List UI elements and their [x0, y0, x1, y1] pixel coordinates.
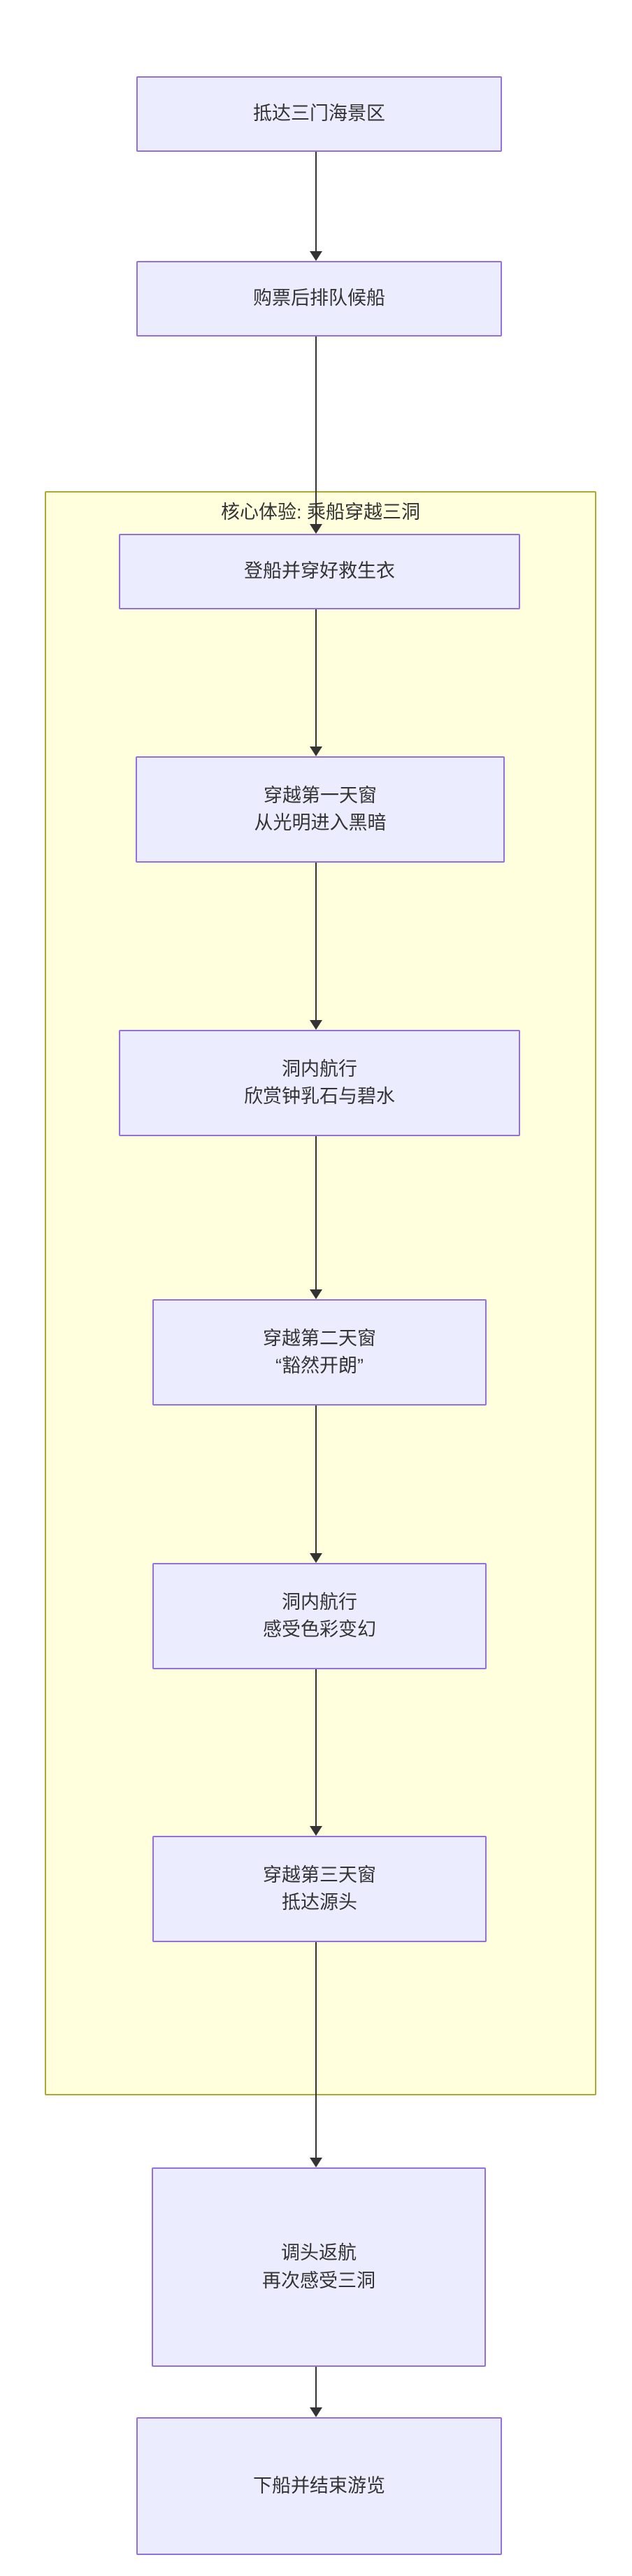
- node-turn-back[interactable]: 调头返航 再次感受三洞: [152, 2167, 486, 2367]
- node-label: 抵达三门海景区: [253, 103, 385, 125]
- node-arrive-scenic-area[interactable]: 抵达三门海景区: [136, 76, 502, 152]
- node-cave-cruise-stalactites[interactable]: 洞内航行 欣赏钟乳石与碧水: [119, 1030, 520, 1136]
- edge-n8-n9-line: [315, 1942, 317, 2158]
- node-label: 穿越第三天窗 抵达源头: [263, 1864, 376, 1913]
- edge-n1-n2-arrowhead: [310, 251, 322, 261]
- node-label: 下船并结束游览: [253, 2475, 385, 2496]
- node-label: 调头返航 再次感受三洞: [262, 2242, 375, 2291]
- edge-n5-n6-line: [315, 1136, 317, 1289]
- edge-n8-n9-arrowhead: [310, 2158, 322, 2167]
- edge-n2-n3-arrowhead: [310, 524, 322, 534]
- edge-n7-n8-line: [315, 1669, 317, 1826]
- subgraph-label: 核心体验: 乘船穿越三洞: [220, 502, 420, 523]
- node-third-skylight[interactable]: 穿越第三天窗 抵达源头: [152, 1836, 487, 1942]
- node-board-lifejacket[interactable]: 登船并穿好救生衣: [119, 534, 520, 609]
- edge-n9-n10-arrowhead: [310, 2407, 322, 2417]
- node-first-skylight[interactable]: 穿越第一天窗 从光明进入黑暗: [136, 756, 505, 863]
- edge-n6-n7-arrowhead: [310, 1553, 322, 1563]
- edge-n7-n8-arrowhead: [310, 1826, 322, 1836]
- edge-n3-n4-arrowhead: [310, 746, 322, 756]
- edge-n4-n5-line: [315, 863, 317, 1020]
- edge-n3-n4-line: [315, 609, 317, 746]
- node-label: 购票后排队候船: [253, 288, 385, 309]
- edge-n1-n2-line: [315, 152, 317, 251]
- edge-n4-n5-arrowhead: [310, 1020, 322, 1030]
- node-second-skylight[interactable]: 穿越第二天窗 “豁然开朗”: [152, 1299, 487, 1406]
- node-label: 登船并穿好救生衣: [244, 560, 395, 582]
- node-cave-cruise-colors[interactable]: 洞内航行 感受色彩变幻: [152, 1563, 487, 1669]
- node-label: 穿越第二天窗 “豁然开朗”: [263, 1327, 376, 1376]
- node-label: 穿越第一天窗 从光明进入黑暗: [254, 784, 387, 833]
- edge-n5-n6-arrowhead: [310, 1289, 322, 1299]
- edge-n6-n7-line: [315, 1406, 317, 1553]
- edge-n2-n3-line: [315, 337, 317, 524]
- edge-n9-n10-line: [315, 2367, 317, 2407]
- node-buy-ticket-queue[interactable]: 购票后排队候船: [136, 261, 502, 337]
- node-disembark-end-tour[interactable]: 下船并结束游览: [136, 2417, 502, 2555]
- node-label: 洞内航行 欣赏钟乳石与碧水: [244, 1058, 395, 1107]
- node-label: 洞内航行 感受色彩变幻: [263, 1591, 376, 1640]
